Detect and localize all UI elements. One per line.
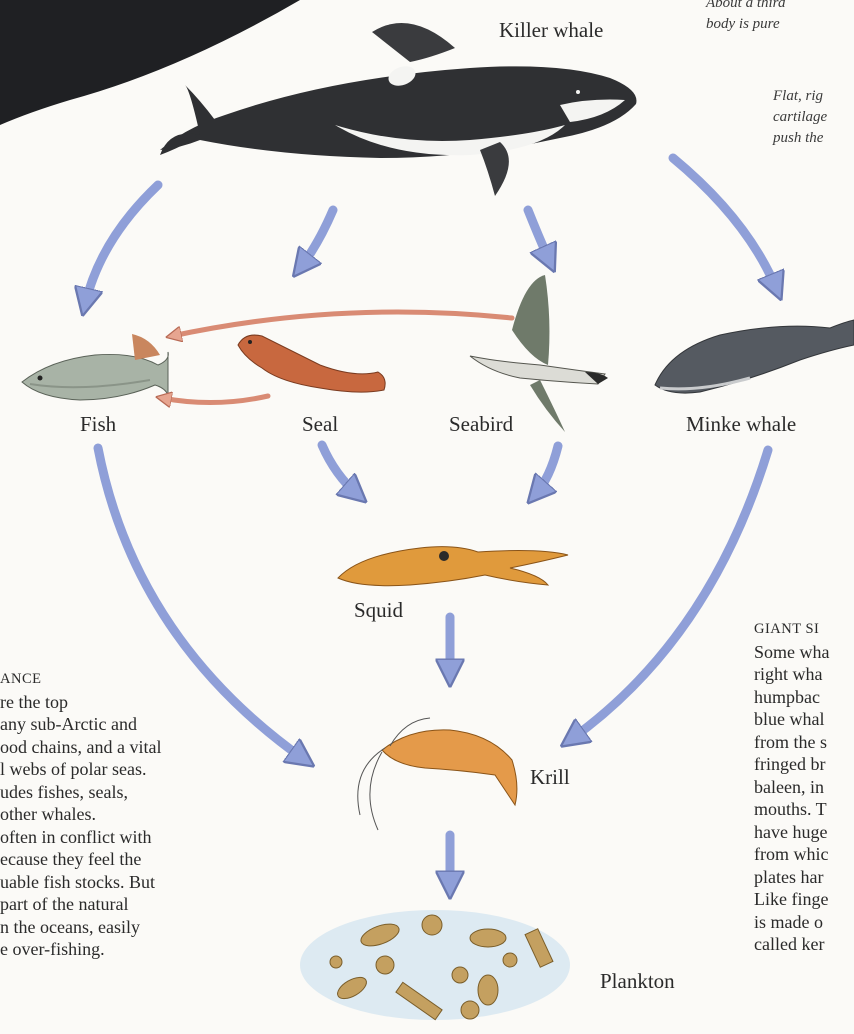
right-panel-line: fringed br xyxy=(754,753,854,776)
left-panel-line: udes fishes, seals, xyxy=(0,781,240,804)
left-panel-line: uable fish stocks. But xyxy=(0,871,240,894)
arrow-seabird-to-fish xyxy=(172,312,512,336)
label-plankton: Plankton xyxy=(600,969,675,994)
left-panel-line: l webs of polar seas. xyxy=(0,758,240,781)
left-panel-line: often in conflict with xyxy=(0,826,240,849)
right-panel-line: right wha xyxy=(754,663,854,686)
arrow-killer-whale-to-seabird xyxy=(528,210,550,262)
left-panel-line: e over-fishing. xyxy=(0,938,240,961)
right-panel-line: Like finge xyxy=(754,888,854,911)
left-panel-line: ecause they feel the xyxy=(0,848,240,871)
right-panel-line: called ker xyxy=(754,933,854,956)
right-text-panel: GIANT SI Some wha right wha humpbac blue… xyxy=(754,618,854,956)
left-panel-heading: ANCE xyxy=(0,668,240,691)
right-panel-line: plates har xyxy=(754,866,854,889)
plankton-illustration xyxy=(300,910,570,1020)
fin-note: Flat, rig cartilage push the xyxy=(773,86,854,149)
arrow-minke-whale-to-krill xyxy=(570,450,768,740)
label-seal: Seal xyxy=(302,412,338,437)
left-panel-line: part of the natural xyxy=(0,893,240,916)
arrow-seabird-to-squid xyxy=(535,446,558,495)
label-krill: Krill xyxy=(530,765,570,790)
left-panel-line: any sub-Arctic and xyxy=(0,713,240,736)
fish-illustration xyxy=(22,334,168,400)
right-panel-line: Some wha xyxy=(754,641,854,664)
label-minke-whale: Minke whale xyxy=(686,412,796,437)
right-panel-line: blue whal xyxy=(754,708,854,731)
krill-illustration xyxy=(358,718,517,830)
left-panel-line: other whales. xyxy=(0,803,240,826)
right-panel-line: is made o xyxy=(754,911,854,934)
top-right-note: About a third body is pure xyxy=(706,0,854,35)
left-panel-line: n the oceans, easily xyxy=(0,916,240,939)
right-panel-line: from the s xyxy=(754,731,854,754)
right-panel-line: have huge xyxy=(754,821,854,844)
label-seabird: Seabird xyxy=(449,412,513,437)
arrow-seal-to-squid xyxy=(322,445,358,495)
seabird-illustration xyxy=(470,275,608,432)
left-text-panel: ANCE re the top any sub-Arctic and ood c… xyxy=(0,668,240,961)
arrow-seal-to-fish xyxy=(162,396,268,403)
right-panel-line: baleen, in xyxy=(754,776,854,799)
left-panel-line: ood chains, and a vital xyxy=(0,736,240,759)
label-squid: Squid xyxy=(354,598,403,623)
arrow-killer-whale-to-minke-whale xyxy=(673,158,777,290)
seal-illustration xyxy=(238,335,385,392)
right-panel-line: humpbac xyxy=(754,686,854,709)
right-panel-heading: GIANT SI xyxy=(754,618,854,641)
arrow-killer-whale-to-seal xyxy=(300,210,333,268)
right-panel-line: mouths. T xyxy=(754,798,854,821)
label-fish: Fish xyxy=(80,412,116,437)
squid-illustration xyxy=(338,547,568,586)
label-killer-whale: Killer whale xyxy=(499,18,603,43)
right-panel-line: from whic xyxy=(754,843,854,866)
killer-whale-illustration xyxy=(160,23,636,196)
left-panel-line: re the top xyxy=(0,691,240,714)
arrow-killer-whale-to-fish xyxy=(85,185,158,305)
minke-whale-illustration xyxy=(655,320,854,393)
